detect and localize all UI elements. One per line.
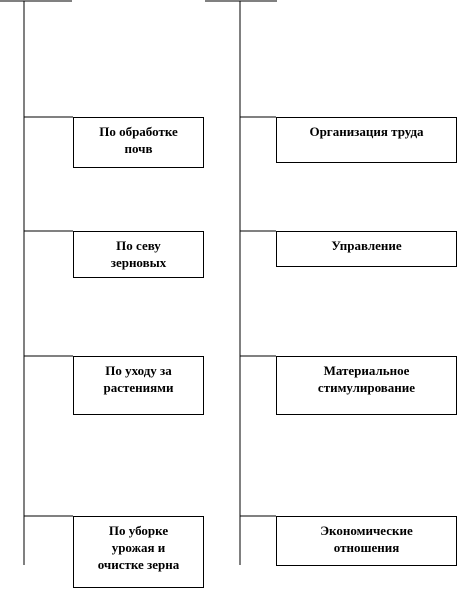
right-box-management: Управление bbox=[276, 231, 457, 267]
right-box-material-incentives: Материальное стимулирование bbox=[276, 356, 457, 415]
left-box-label: По обработке почв bbox=[99, 124, 178, 156]
left-box-label: По уходу за растениями bbox=[103, 363, 174, 395]
left-box-harvest-cleaning: По уборке урожая и очистке зерна bbox=[73, 516, 204, 588]
right-box-economic-relations: Экономические отношения bbox=[276, 516, 457, 566]
left-box-plant-care: По уходу за растениями bbox=[73, 356, 204, 415]
right-box-label: Экономические отношения bbox=[320, 523, 413, 555]
left-box-soil-tillage: По обработке почв bbox=[73, 117, 204, 168]
right-box-label: Материальное стимулирование bbox=[317, 363, 416, 395]
left-box-label: По севу зерновых bbox=[110, 238, 167, 270]
left-box-label: По уборке урожая и очистке зерна bbox=[97, 523, 180, 572]
right-box-labor-organization: Организация труда bbox=[276, 117, 457, 163]
right-box-label: Управление bbox=[331, 238, 402, 253]
left-box-grain-sowing: По севу зерновых bbox=[73, 231, 204, 278]
right-box-label: Организация труда bbox=[309, 124, 424, 139]
